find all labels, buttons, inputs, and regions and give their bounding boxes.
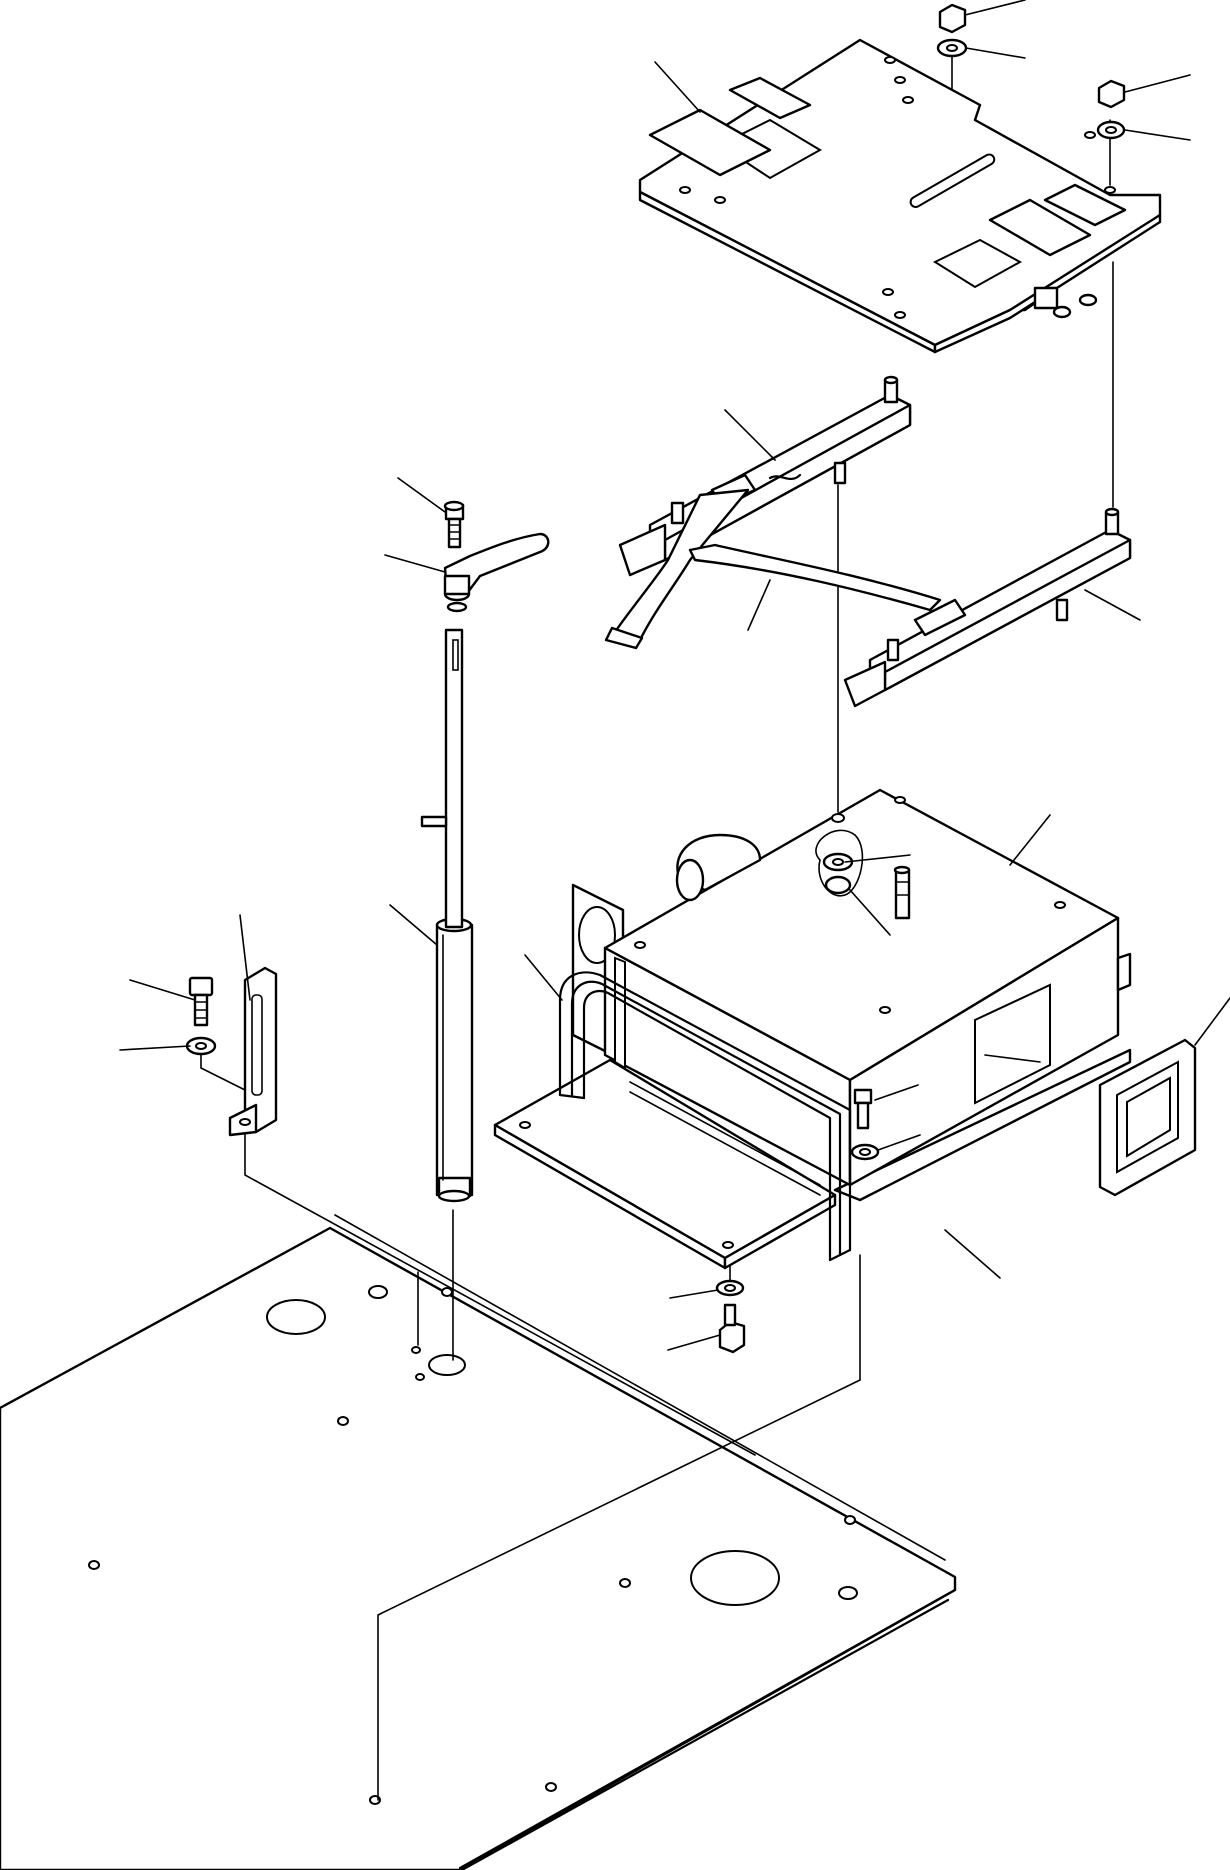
rubber-gasket	[1098, 1038, 1197, 1197]
adjust-handle	[443, 532, 550, 613]
gas-spring	[435, 917, 474, 1203]
adjust-shaft	[420, 628, 464, 929]
floor-hole-large-left	[266, 1299, 326, 1335]
bracket-bolt	[185, 976, 246, 1091]
box-fasteners	[715, 1088, 880, 1354]
u-channel-frame	[558, 971, 852, 1262]
top-fasteners	[936, 3, 1126, 140]
handle-bolt	[443, 500, 465, 549]
seat-mounting-plate	[638, 38, 1162, 354]
floor-hole-large-right	[690, 1550, 780, 1606]
slide-release-lever	[604, 488, 942, 650]
floor-plate	[0, 1214, 957, 1870]
seat-base-box	[571, 788, 1132, 1202]
leader-lines	[119, 0, 1230, 1351]
seat-slide-rail-right	[843, 507, 1132, 708]
box-stand-plate	[493, 1058, 837, 1270]
floor-hole-gas-spring	[428, 1354, 466, 1376]
mounting-bracket	[228, 966, 278, 1137]
seat-slide-rail-left	[618, 375, 912, 577]
